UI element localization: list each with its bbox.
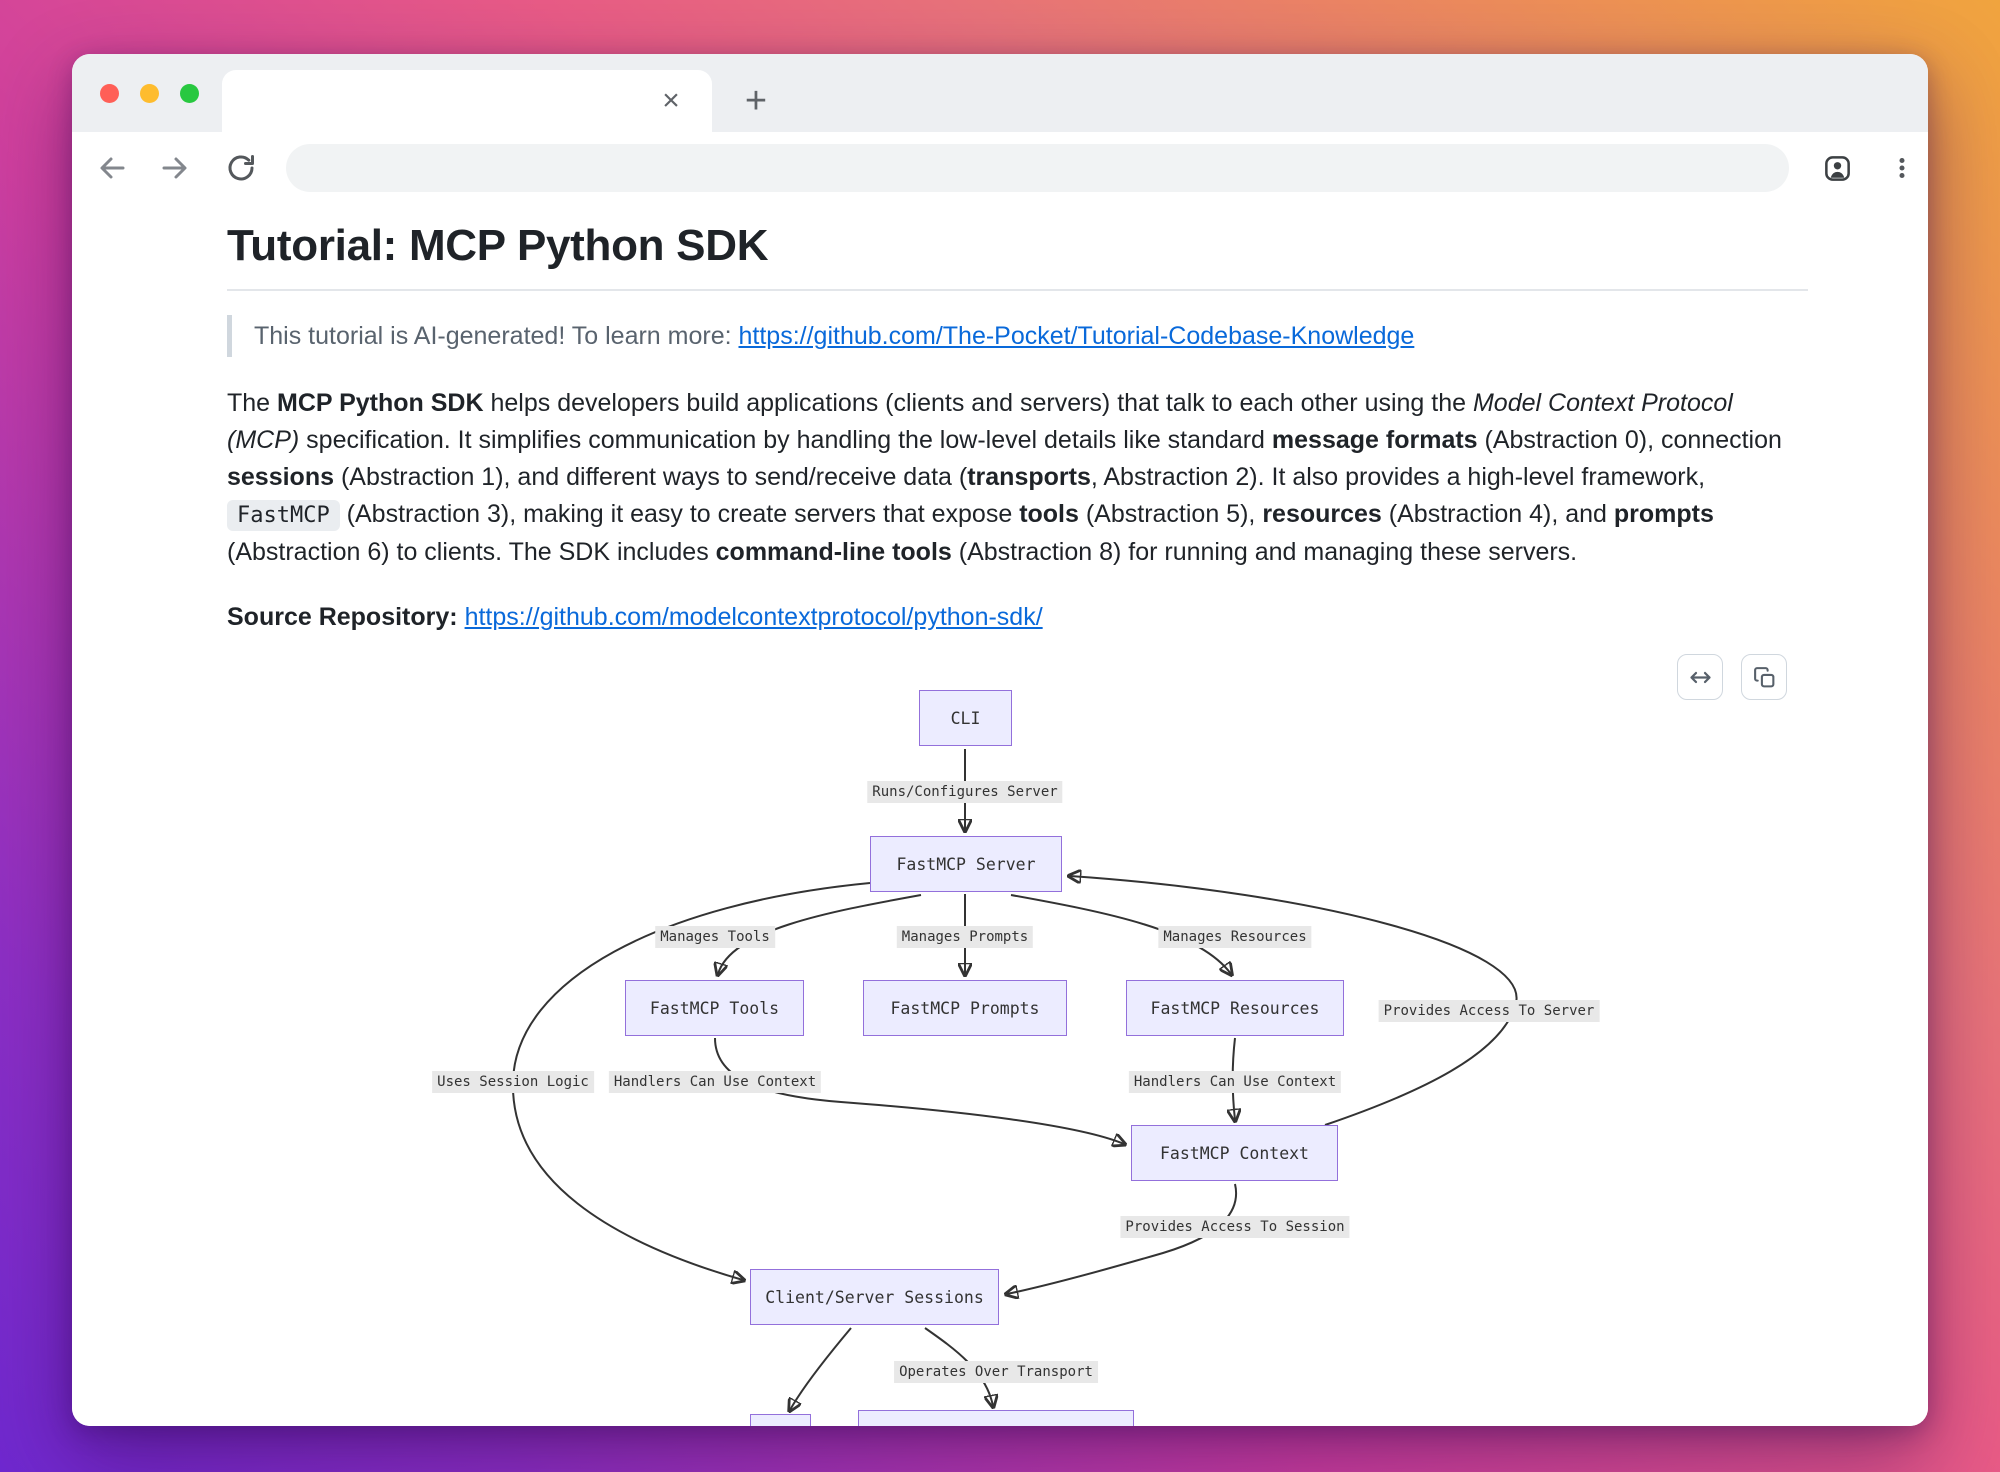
edge-label-manages-prompts: Manages Prompts — [896, 926, 1034, 948]
text-segment: (Abstraction 8) for running and managing… — [951, 538, 1578, 566]
source-repository: Source Repository: https://github.com/mo… — [227, 599, 1808, 636]
edge-label-provides-access-to-server: Provides Access To Server — [1378, 1000, 1600, 1022]
zoom-window-button[interactable] — [180, 83, 199, 103]
edge-label-uses-session-logic: Uses Session Logic — [432, 1071, 594, 1093]
text-segment: (Abstraction 1), and different ways to s… — [334, 463, 968, 491]
diagram: CLI FastMCP Server FastMCP Tools FastMCP… — [227, 644, 1808, 1426]
text-segment: The — [227, 389, 278, 417]
kebab-menu-icon — [1899, 157, 1905, 179]
node-fastmcp-context: FastMCP Context — [1131, 1125, 1338, 1181]
text-segment: tools — [1019, 500, 1079, 528]
edge-server-to-tools — [718, 894, 922, 974]
edge-label-operates-over-transport: Operates Over Transport — [894, 1361, 1098, 1383]
text-segment: Model Context Protocol (MCP) — [227, 389, 1733, 454]
forward-arrow-icon — [162, 157, 187, 179]
profile-icon — [1824, 155, 1850, 181]
node-fastmcp-prompts: FastMCP Prompts — [863, 980, 1067, 1036]
text-segment: helps developers build applications (cli… — [483, 389, 1473, 417]
tutorial-link[interactable]: https://github.com/The-Pocket/Tutorial-C… — [738, 322, 1415, 350]
node-transport-partial — [858, 1410, 1134, 1426]
back-button[interactable] — [96, 152, 128, 184]
text-segment: resources — [1262, 500, 1382, 528]
text-segment: command-line tools — [715, 538, 952, 566]
edge-label-runs-configures-server: Runs/Configures Server — [867, 781, 1063, 803]
node-client-server-sessions: Client/Server Sessions — [750, 1269, 999, 1325]
edge-sessions-to-left-node — [790, 1327, 852, 1410]
tab-close-button[interactable]: × — [662, 84, 680, 117]
copy-icon — [1753, 666, 1774, 687]
text-segment: , Abstraction 2). It also provides a hig… — [1090, 463, 1706, 491]
edge-label-manages-tools: Manages Tools — [655, 926, 775, 948]
close-window-button[interactable] — [100, 83, 119, 103]
node-cli: CLI — [919, 690, 1012, 746]
new-tab-button[interactable]: + — [744, 80, 768, 122]
edge-tools-to-context — [714, 1037, 1124, 1144]
text-segment: sessions — [227, 463, 335, 491]
text-segment: message formats — [1271, 426, 1478, 454]
expand-diagram-button[interactable] — [1677, 654, 1723, 700]
traffic-lights — [100, 54, 199, 132]
copy-diagram-button[interactable] — [1741, 654, 1787, 700]
callout: This tutorial is AI-generated! To learn … — [227, 315, 1808, 357]
node-fastmcp-tools: FastMCP Tools — [625, 980, 804, 1036]
edge-label-handlers-can-use-context-tools: Handlers Can Use Context — [608, 1071, 822, 1093]
text-segment: FastMCP — [227, 500, 340, 531]
text-segment: MCP Python SDK — [277, 389, 484, 417]
reload-icon — [228, 155, 254, 181]
page-content: Tutorial: MCP Python SDK This tutorial i… — [72, 204, 1928, 1426]
node-fastmcp-resources: FastMCP Resources — [1126, 980, 1344, 1036]
intro-paragraph: The MCP Python SDK helps developers buil… — [227, 385, 1808, 571]
edge-context-to-server — [1070, 876, 1518, 1126]
back-arrow-icon — [100, 157, 125, 179]
edge-server-to-resources — [1010, 894, 1231, 974]
text-segment: transports — [967, 463, 1091, 491]
text-segment: specification. It simplifies communicati… — [299, 426, 1272, 454]
browser-tab[interactable]: × — [222, 70, 712, 132]
forward-button[interactable] — [159, 152, 191, 184]
profile-button[interactable] — [1821, 152, 1853, 184]
text-segment: (Abstraction 5), — [1078, 500, 1263, 528]
node-left-partial — [750, 1414, 811, 1426]
edge-context-to-sessions — [1007, 1183, 1238, 1294]
source-repository-link[interactable]: https://github.com/modelcontextprotocol/… — [464, 603, 1043, 631]
text-segment: (Abstraction 4), and — [1381, 500, 1614, 528]
text-segment: (Abstraction 3), making it easy to creat… — [339, 500, 1020, 528]
source-repository-label: Source Repository: — [227, 603, 458, 631]
reload-button[interactable] — [225, 152, 257, 184]
menu-button[interactable] — [1886, 152, 1918, 184]
page-title: Tutorial: MCP Python SDK — [227, 218, 1808, 291]
tab-strip: × + — [72, 54, 1928, 132]
text-segment: (Abstraction 0), connection — [1477, 426, 1782, 454]
minimize-window-button[interactable] — [140, 83, 159, 103]
edge-label-handlers-can-use-context-resources: Handlers Can Use Context — [1128, 1071, 1342, 1093]
text-segment: (Abstraction 6) to clients. The SDK incl… — [227, 538, 716, 566]
callout-text: This tutorial is AI-generated! To learn … — [254, 322, 739, 350]
node-fastmcp-server: FastMCP Server — [870, 836, 1062, 892]
address-bar[interactable] — [286, 144, 1789, 192]
text-segment: prompts — [1613, 500, 1714, 528]
browser-toolbar — [72, 132, 1928, 204]
expand-width-icon — [1689, 671, 1711, 683]
edge-label-provides-access-to-session: Provides Access To Session — [1120, 1216, 1350, 1238]
edge-label-manages-resources: Manages Resources — [1158, 926, 1312, 948]
browser-window: × + Tutorial: MCP Python SD — [72, 54, 1928, 1426]
